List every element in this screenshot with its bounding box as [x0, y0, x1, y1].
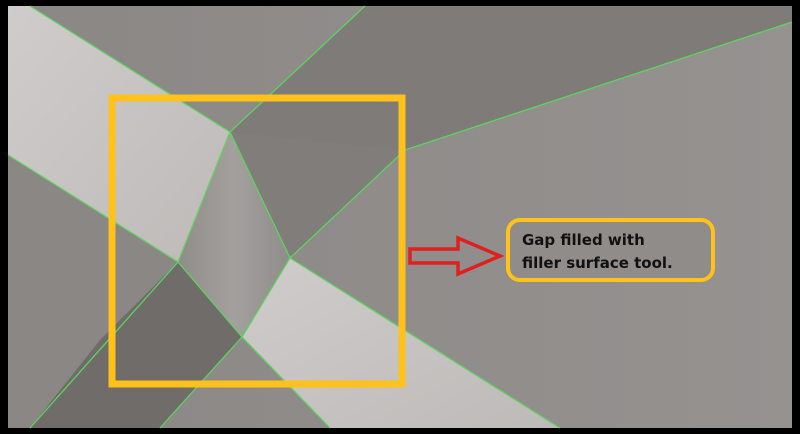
lower-left-surface: [8, 155, 178, 428]
callout-label: Gap filled with filler surface tool.: [522, 229, 712, 275]
filler-surface: [178, 132, 290, 337]
right-arrow-icon: [408, 235, 505, 277]
highlight-box: [108, 94, 406, 388]
callout-box: [506, 218, 715, 282]
light-strip-upper: [8, 6, 230, 262]
callout-line-1: Gap filled with: [522, 231, 645, 249]
surface-edges: [7, 5, 793, 429]
upper-dark-surface: [230, 6, 792, 258]
callout-line-2: filler surface tool.: [522, 254, 673, 272]
right-dark-patch: [230, 132, 405, 258]
